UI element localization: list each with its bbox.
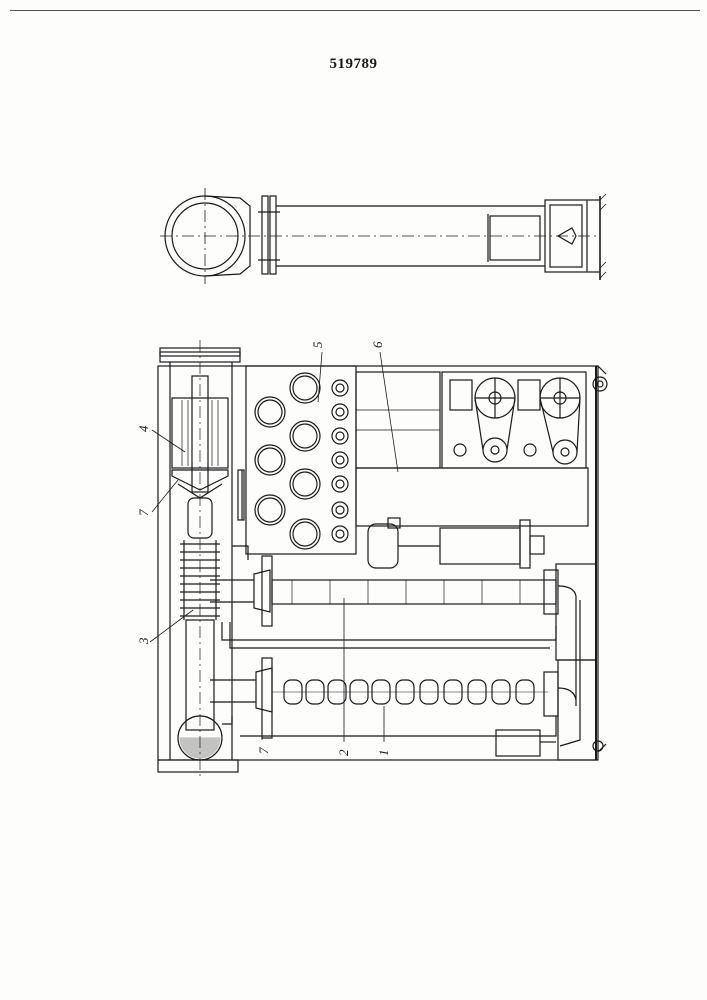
callout-5: 5 [310, 341, 325, 348]
callout-3: 3 [136, 637, 151, 645]
callout-7-lower: 7 [256, 747, 271, 754]
callout-6: 6 [370, 341, 385, 348]
callout-2: 2 [336, 749, 351, 756]
callout-4: 4 [136, 425, 151, 432]
callout-1: 1 [376, 750, 391, 757]
callout-7-upper: 7 [136, 509, 151, 516]
